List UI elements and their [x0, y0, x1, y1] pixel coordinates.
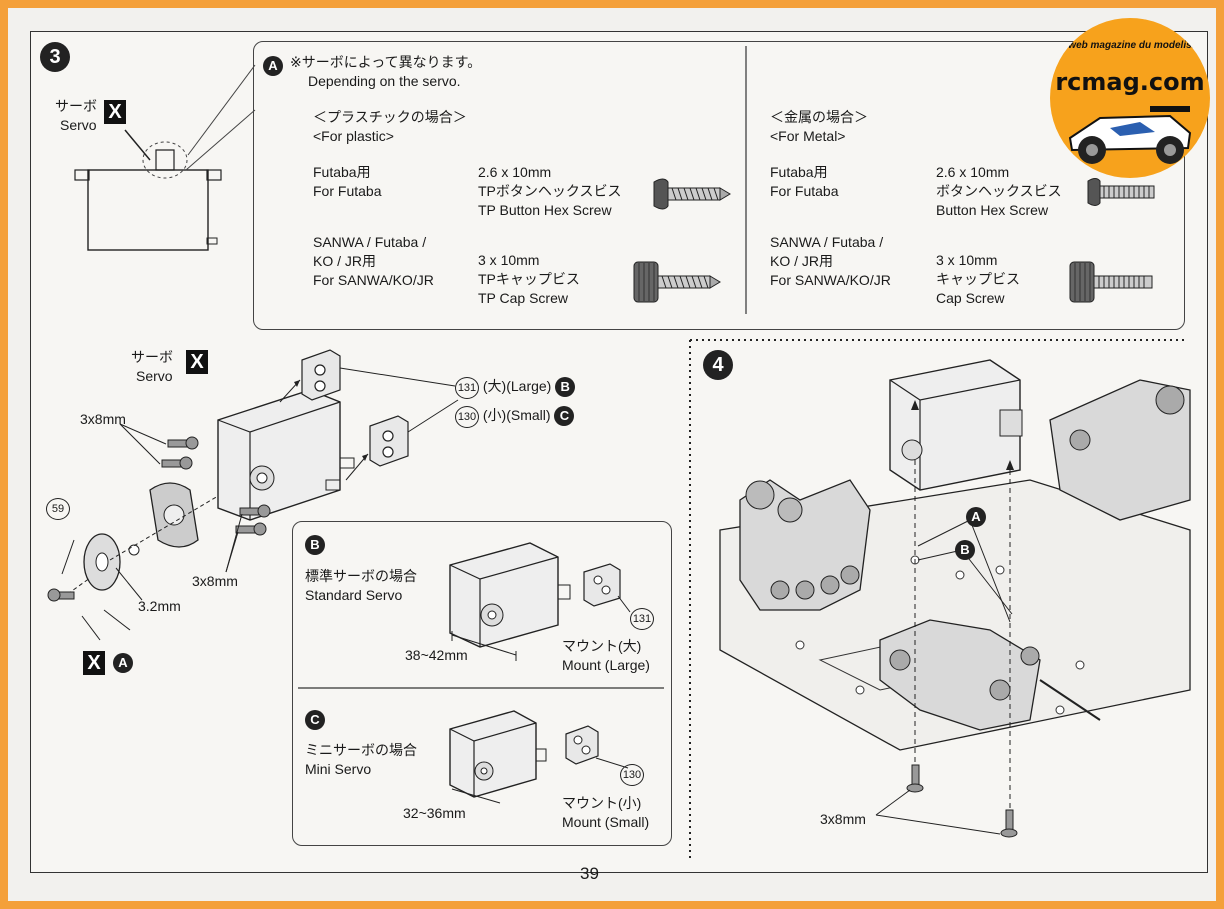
metal-row2-name-en: Cap Screw [936, 290, 1005, 306]
metal-row1-name-en: Button Hex Screw [936, 202, 1049, 218]
servo-sketch [74, 64, 256, 251]
standard-jp: 標準サーボの場合 [305, 568, 417, 584]
x-mark-middle: X [186, 350, 208, 374]
part-59: 59 [46, 498, 70, 520]
plastic-row1-size: 2.6 x 10mm [478, 164, 552, 180]
watermark-tagline: Le web magazine du modelisme [1053, 40, 1207, 51]
mount-large-en: Mount (Large) [562, 657, 650, 673]
tp-cap-screw-icon [633, 261, 721, 303]
plastic-row2-name-jp: TPキャップビス [478, 271, 580, 287]
mount-small-number: 130 [620, 764, 644, 786]
page-number: 39 [580, 864, 599, 883]
metal-heading-jp: ＜金属の場合＞ [770, 109, 868, 125]
bottom-letter-a: A [113, 653, 133, 673]
x-mark-bottom: X [83, 651, 105, 675]
part-130-number: 130 [455, 406, 479, 428]
part-131-number: 131 [455, 377, 479, 399]
servo-size-divider [298, 687, 664, 689]
servo-mount-exploded-drawing [47, 349, 459, 641]
plastic-row1-name-jp: TPボタンヘックスビス [478, 183, 622, 199]
mini-servo-drawing [449, 710, 547, 804]
servo-screw-note-box [253, 41, 1185, 330]
tp-button-hex-screw-icon [653, 178, 731, 210]
servo-assembly-label-jp: サーボ [131, 349, 173, 365]
metal-row2-brand: SANWA / Futaba / KO / JR用 For SANWA/KO/J… [770, 234, 891, 288]
metal-heading-en: <For Metal> [770, 128, 846, 144]
rc-car-icon [1068, 106, 1192, 164]
chassis-assembly-drawing [719, 359, 1191, 838]
cap-screw-icon [1069, 261, 1153, 303]
mount-small-part: 130 [620, 764, 644, 786]
step-4-dotted-border [689, 339, 1188, 858]
plastic-row1-brand: Futaba用 For Futaba [313, 164, 382, 199]
plastic-row2-name-en: TP Cap Screw [478, 290, 568, 306]
standard-servo-drawing [449, 542, 571, 661]
x-mark-top: X [104, 100, 126, 124]
metal-row1-name-jp: ボタンヘックスビス [936, 183, 1062, 199]
mini-jp: ミニサーボの場合 [305, 742, 417, 758]
watermark-brand: rcmag.com [1055, 68, 1205, 96]
servo-label-en: Servo [60, 117, 97, 133]
note-en: Depending on the servo. [308, 73, 461, 89]
mount-large-drawing [583, 563, 631, 613]
note-a-badge: A [263, 56, 283, 76]
screw-bottom-size: 3x8mm [192, 573, 238, 589]
standard-en: Standard Servo [305, 587, 403, 603]
step4-letter-a: A [966, 507, 986, 527]
part-131-letter: B [555, 377, 576, 397]
step4-letter-b: B [955, 540, 975, 560]
mount-large-part: 131 [630, 608, 654, 630]
servo-assembly-label-en: Servo [136, 368, 173, 384]
step-4-number: 4 [703, 350, 733, 380]
washer-size: 3.2mm [138, 598, 181, 614]
note-jp: ※サーボによって異なります。 [290, 54, 482, 70]
metal-row2-name-jp: キャップビス [936, 271, 1020, 287]
mount-large-number: 131 [630, 608, 654, 630]
mini-letter: C [305, 710, 325, 730]
mount-small-en: Mount (Small) [562, 814, 650, 830]
plastic-heading-jp: ＜プラスチックの場合＞ [313, 109, 467, 125]
standard-letter: B [305, 535, 325, 555]
metal-row1-brand: Futaba用 For Futaba [770, 164, 839, 199]
part-130-row: 130 (小)(Small) C [455, 406, 575, 428]
part-131-label: (大)(Large) [482, 378, 552, 394]
mini-en: Mini Servo [305, 761, 372, 777]
plastic-row2-brand: SANWA / Futaba / KO / JR用 For SANWA/KO/J… [313, 234, 434, 288]
mini-size: 32~36mm [403, 805, 466, 821]
standard-size: 38~42mm [405, 647, 468, 663]
servo-label-jp: サーボ [55, 98, 97, 114]
part-130-label: (小)(Small) [482, 407, 551, 423]
rcmag-watermark-logo: Le web magazine du modelisme rcmag.com [1050, 18, 1210, 178]
part-59-number: 59 [46, 498, 70, 520]
note-divider [745, 46, 747, 314]
part-131-row: 131 (大)(Large) B [455, 377, 576, 399]
button-hex-screw-icon [1087, 178, 1155, 206]
metal-row2-size: 3 x 10mm [936, 252, 998, 268]
screw-top-size: 3x8mm [80, 411, 126, 427]
plastic-heading-en: <For plastic> [313, 128, 394, 144]
mount-large-jp: マウント(大) [562, 638, 642, 654]
mount-small-jp: マウント(小) [562, 795, 642, 811]
metal-row1-size: 2.6 x 10mm [936, 164, 1010, 180]
plastic-row1-name-en: TP Button Hex Screw [478, 202, 612, 218]
servo-size-box [292, 521, 672, 846]
plastic-row2-size: 3 x 10mm [478, 252, 540, 268]
step4-screw-size: 3x8mm [820, 811, 866, 827]
part-130-letter: C [554, 406, 575, 426]
step-3-number: 3 [40, 42, 70, 72]
